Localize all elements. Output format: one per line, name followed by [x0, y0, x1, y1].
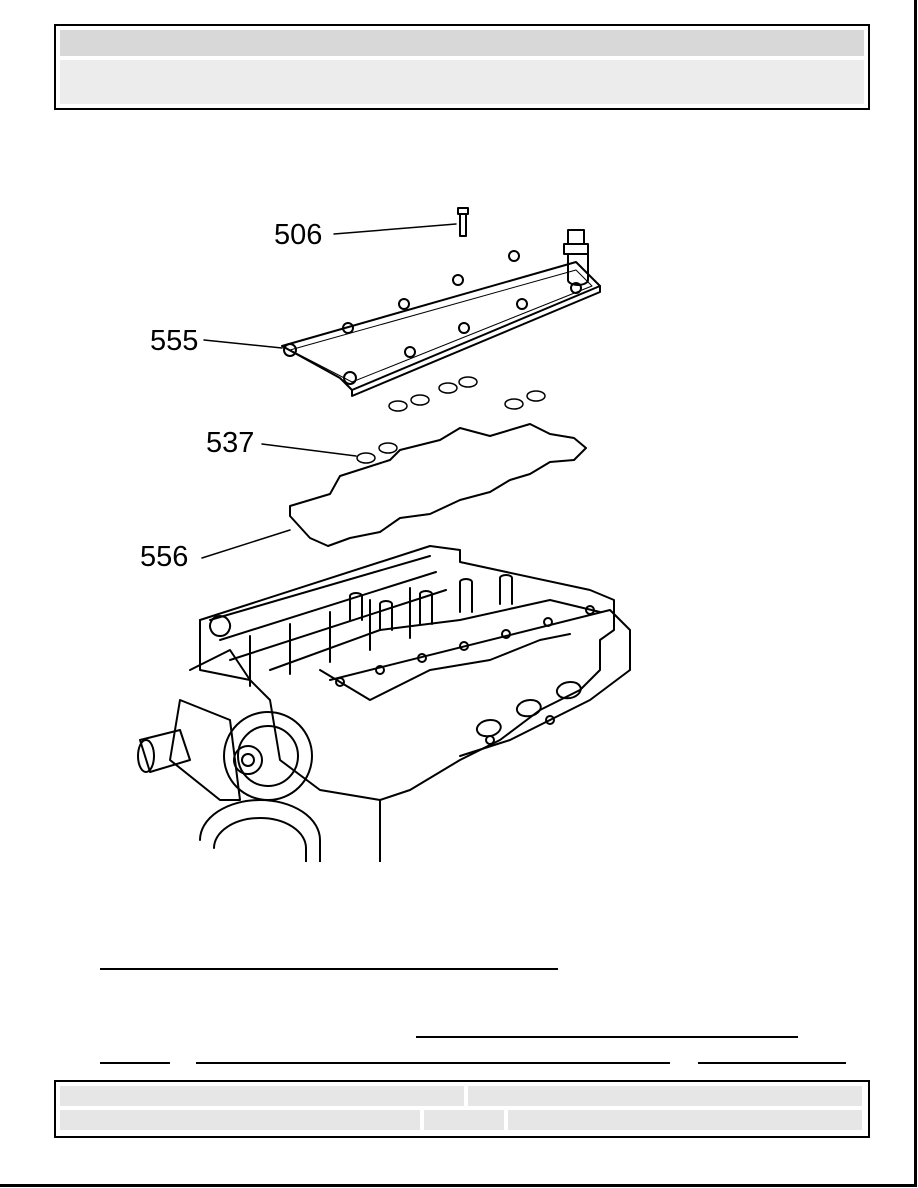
- engine-block: [199, 545, 631, 862]
- o-rings-537: [356, 376, 546, 464]
- hyperlink-underline[interactable]: [416, 1036, 798, 1038]
- header-title-bar: [60, 30, 864, 56]
- callout-506: 506: [274, 219, 322, 251]
- footer-cell: [508, 1110, 862, 1130]
- footer-cell: [60, 1086, 464, 1106]
- footer-cell: [424, 1110, 504, 1130]
- footer-cell: [468, 1086, 862, 1106]
- hyperlink-underline[interactable]: [196, 1062, 670, 1064]
- hyperlink-underline[interactable]: [698, 1062, 846, 1064]
- bolt-506: [457, 207, 469, 237]
- gasket-556: [289, 423, 587, 547]
- callout-537: 537: [206, 427, 254, 459]
- footer-cell: [60, 1110, 420, 1130]
- hyperlink-underline[interactable]: [100, 968, 558, 970]
- header-box: [54, 24, 870, 110]
- callout-555: 555: [150, 325, 198, 357]
- valley-cover-555: [281, 250, 601, 397]
- leader-lines: [201, 223, 457, 559]
- hyperlink-underline[interactable]: [100, 1062, 170, 1064]
- water-pump-pulley: [137, 615, 321, 862]
- sensor-part: [563, 229, 589, 286]
- footer-table: [54, 1080, 870, 1138]
- engine-exploded-view-figure: 506 555 537 556: [137, 207, 631, 862]
- callout-556: 556: [140, 541, 188, 573]
- header-body: [60, 60, 864, 104]
